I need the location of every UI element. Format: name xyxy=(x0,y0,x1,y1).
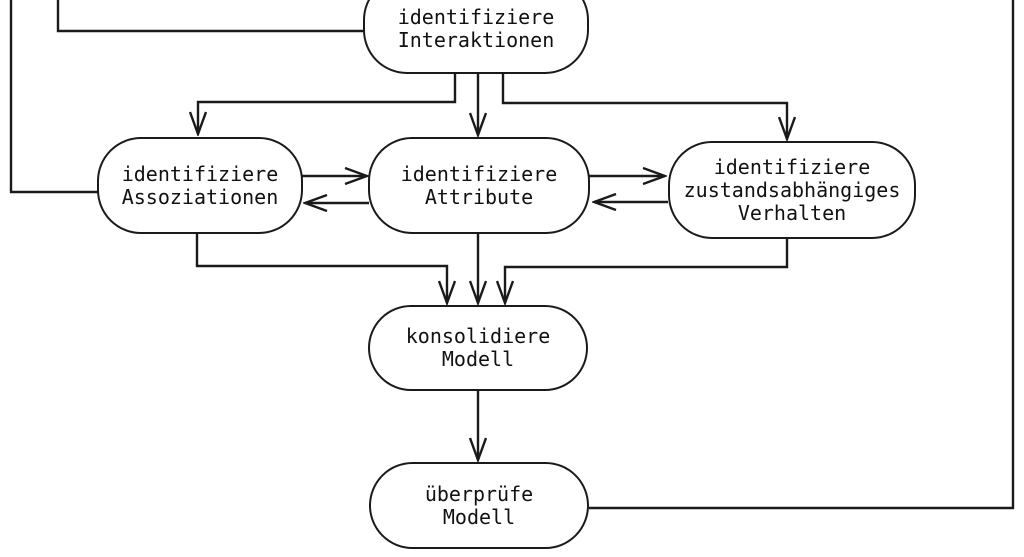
connector-ueberpruefe-feedback-out xyxy=(589,0,1015,510)
node-label-line: identifiziere xyxy=(397,5,555,29)
node-identifiziere-assoziationen: identifiziere Assoziationen xyxy=(97,137,303,234)
node-identifiziere-interaktionen: identifiziere Interaktionen xyxy=(363,0,589,74)
node-label-line: überprüfe xyxy=(424,481,534,506)
node-label-line: konsolidiere xyxy=(405,324,551,348)
node-ueberpruefe-modell: überprüfe Modell xyxy=(369,462,589,549)
node-label-line: zustandsabhängiges xyxy=(683,177,901,202)
node-label-line: Verhalten xyxy=(737,200,847,225)
connector-interaktionen-verhalten xyxy=(501,74,787,139)
node-identifiziere-attribute: identifiziere Attribute xyxy=(368,137,590,234)
connector-interaktionen-assoziationen xyxy=(198,74,457,134)
node-label-line: Modell xyxy=(441,347,515,371)
node-label-line: identifiziere xyxy=(121,161,279,186)
node-label-line: Modell xyxy=(442,504,516,529)
node-label-line: Interaktionen xyxy=(397,28,555,52)
connector-assoziationen-konsolidiere xyxy=(195,233,447,303)
node-konsolidiere-modell: konsolidiere Modell xyxy=(368,305,588,391)
node-label-line: Attribute xyxy=(424,184,534,209)
connector-feedback-to-assoziationen xyxy=(9,0,99,194)
connector-feedback-to-interaktionen xyxy=(56,0,364,33)
node-identifiziere-zustandsabhaengiges-verhalten: identifiziere zustandsabhängiges Verhalt… xyxy=(668,141,916,239)
connector-verhalten-konsolidiere xyxy=(505,238,789,303)
node-label-line: identifiziere xyxy=(400,161,558,186)
node-label-line: Assoziationen xyxy=(121,184,279,209)
node-label-line: identifiziere xyxy=(713,154,871,179)
